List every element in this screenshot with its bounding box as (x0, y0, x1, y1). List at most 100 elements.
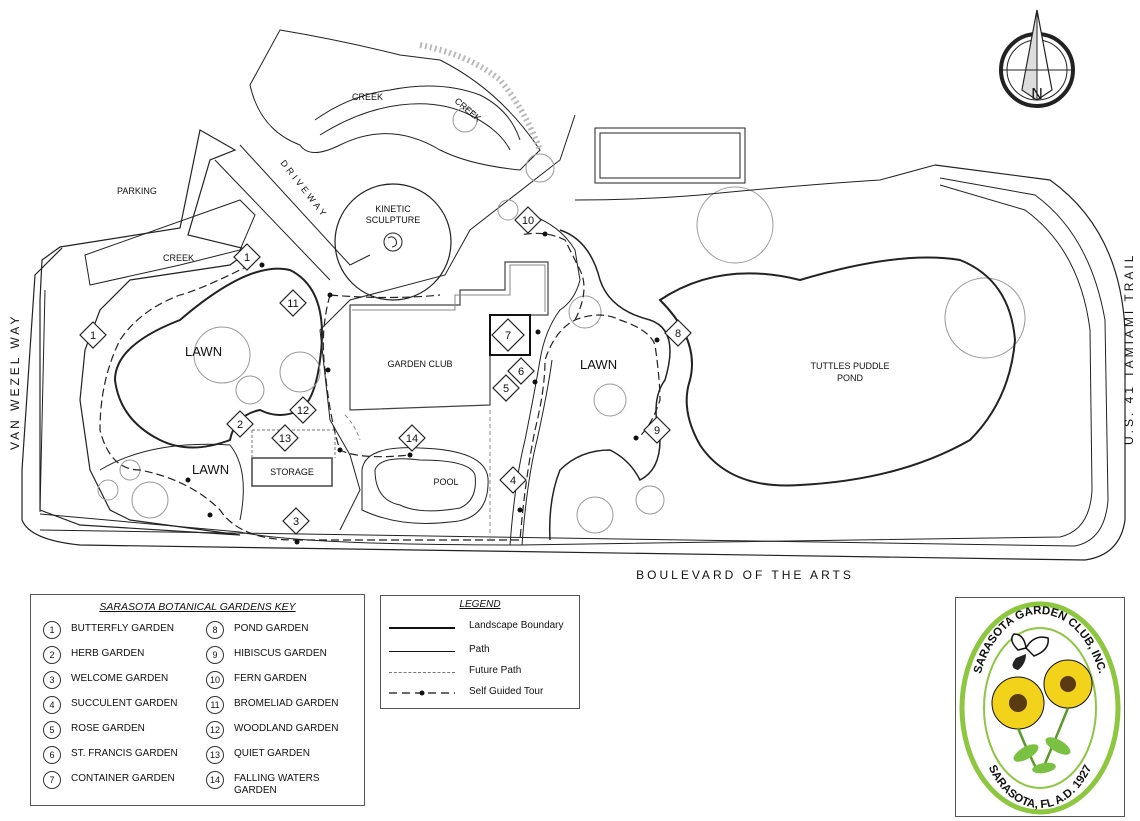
creek-label-west: CREEK (163, 253, 194, 263)
garden-marker-1: 1 (79, 321, 107, 349)
garden-marker-label: 2 (237, 419, 243, 431)
lawn-east (548, 229, 671, 541)
legend-future: Future Path (389, 665, 574, 679)
driveway-label: DRIVEWAY (278, 158, 330, 220)
kinetic-label-1: KINETIC (375, 204, 411, 214)
garden-club-logo: SARASOTA GARDEN CLUB, INC. SARASOTA, FL … (955, 597, 1125, 817)
garden-club-building (349, 261, 549, 411)
garden-marker-label: 12 (297, 405, 309, 417)
garden-marker-9: 9 (643, 416, 671, 444)
lawn-label-3: LAWN (580, 357, 617, 372)
lawn-label-1: LAWN (185, 344, 222, 359)
key-item: 10 FERN GARDEN (206, 671, 344, 689)
parking-label: PARKING (117, 186, 157, 196)
key-item-name: WOODLAND GARDEN (234, 723, 339, 734)
key-item: 1 BUTTERFLY GARDEN (43, 621, 181, 639)
key-item-name: ST. FRANCIS GARDEN (71, 748, 178, 759)
legend-path-swatch (389, 651, 455, 652)
garden-marker-5: 5 (492, 374, 520, 402)
garden-club-label: GARDEN CLUB (387, 359, 452, 369)
key-item-number: 6 (43, 746, 61, 764)
garden-marker-10: 10 (514, 206, 542, 234)
legend-boundary: Landscape Boundary (389, 620, 574, 634)
garden-marker-4: 4 (499, 466, 527, 494)
pool (374, 458, 476, 512)
key-item-number: 11 (206, 696, 224, 714)
creek-label-north-1: CREEK (352, 92, 383, 102)
container-garden-box (489, 314, 531, 356)
key-item-number: 8 (206, 621, 224, 639)
north-structure (594, 127, 746, 184)
key-item-name: FERN GARDEN (234, 673, 307, 684)
key-item-number: 3 (43, 671, 61, 689)
key-item: 13 QUIET GARDEN (206, 746, 344, 764)
south-road (21, 164, 1126, 561)
key-item-name: HIBISCUS GARDEN (234, 648, 327, 659)
parking-lot (84, 199, 256, 286)
key-item: 5 ROSE GARDEN (43, 721, 181, 739)
key-item-number: 12 (206, 721, 224, 739)
legend-tour: Self Guided Tour (389, 686, 574, 700)
garden-marker-12: 12 (289, 396, 317, 424)
key-item: 12 WOODLAND GARDEN (206, 721, 344, 739)
key-item-name: ROSE GARDEN (71, 723, 145, 734)
road-label-west: VAN WEZEL WAY (8, 314, 22, 450)
legend: LEGEND Landscape Boundary Path Future Pa… (380, 595, 580, 709)
garden-marker-1: 1 (233, 243, 261, 271)
walk-path (509, 214, 581, 546)
key-item: 7 CONTAINER GARDEN (43, 771, 181, 789)
kinetic-sculpture-icon (383, 232, 403, 252)
legend-path-label: Path (469, 644, 490, 655)
garden-marker-label: 7 (505, 330, 511, 342)
garden-marker-6: 6 (507, 357, 535, 385)
key-item-name: QUIET GARDEN (234, 748, 310, 759)
key-item: 3 WELCOME GARDEN (43, 671, 181, 689)
garden-marker-2: 2 (226, 410, 254, 438)
key-item-name: WELCOME GARDEN (71, 673, 169, 684)
legend-tour-swatch (389, 690, 455, 696)
garden-marker-11: 11 (279, 289, 307, 317)
key-item-number: 2 (43, 646, 61, 664)
garden-club-seal: SARASOTA GARDEN CLUB, INC. SARASOTA, FL … (959, 601, 1121, 815)
storage-building (251, 457, 333, 487)
legend-future-swatch (389, 672, 455, 673)
key-item-number: 5 (43, 721, 61, 739)
key-item-name: CONTAINER GARDEN (71, 773, 175, 784)
north-letter: N (1031, 86, 1043, 103)
key-item-number: 13 (206, 746, 224, 764)
legend-future-label: Future Path (469, 665, 522, 676)
pool-label: POOL (433, 477, 458, 487)
key-item-name: BUTTERFLY GARDEN (71, 623, 174, 634)
key-item-number: 14 (206, 771, 224, 789)
garden-marker-7: 7 (491, 318, 525, 352)
key-item-number: 9 (206, 646, 224, 664)
lawn-label-2: LAWN (192, 462, 229, 477)
key-item-number: 10 (206, 671, 224, 689)
tuttles-puddle-pond (658, 256, 1017, 487)
key-item-number: 7 (43, 771, 61, 789)
key-item-name: BROMELIAD GARDEN (234, 698, 339, 709)
kinetic-label-2: SCULPTURE (366, 215, 421, 225)
property-boundary-west (39, 129, 252, 536)
key-item-number: 1 (43, 621, 61, 639)
driveway (214, 144, 371, 281)
key-item: 11 BROMELIAD GARDEN (206, 696, 344, 714)
garden-marker-label: 14 (406, 433, 418, 445)
garden-marker-14: 14 (398, 424, 426, 452)
north-arrow-icon: N (999, 9, 1075, 108)
future-path (344, 410, 491, 540)
garden-marker-label: 1 (244, 252, 250, 264)
leaf-icon (1013, 707, 1071, 774)
kinetic-sculpture-circle (334, 183, 452, 301)
sunflower-icon (991, 659, 1093, 730)
road-label-south: BOULEVARD OF THE ARTS (636, 568, 854, 582)
legend-boundary-label: Landscape Boundary (469, 620, 564, 631)
garden-marker-label: 5 (503, 383, 509, 395)
butterfly-icon (1011, 633, 1049, 670)
legend-title: LEGEND (459, 599, 501, 610)
